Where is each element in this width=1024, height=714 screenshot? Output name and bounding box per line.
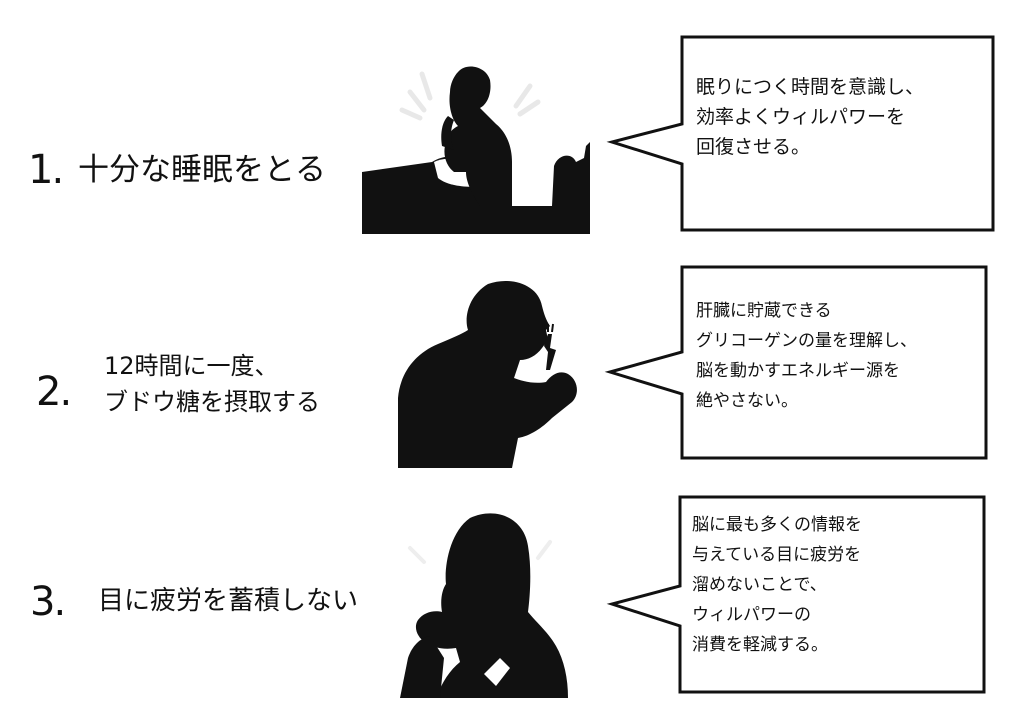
row2-heading: 2. <box>36 369 72 415</box>
woman-rubbing-eyes-silhouette-icon <box>400 513 568 698</box>
row1-speech-bubble: 眠りにつく時間を意識し、 効率よくウィルパワーを 回復させる。 <box>606 34 998 234</box>
row2-bubble-text: 肝臓に貯蔵できる グリコーゲンの量を理解し、 脳を動かすエネルギー源を 絶やさな… <box>696 296 917 416</box>
row3-title: 目に疲労を蓄積しない <box>98 588 358 614</box>
row3-bubble-text: 脳に最も多くの情報を 与えている目に疲労を 溜めないことで、 ウィルパワーの 消… <box>692 510 862 660</box>
row1-title: 十分な睡眠をとる <box>78 152 327 188</box>
row3-title-line: 目に疲労を蓄積しない <box>98 586 359 616</box>
row3-speech-bubble: 脳に最も多くの情報を 与えている目に疲労を 溜めないことで、 ウィルパワーの 消… <box>606 494 988 696</box>
row1-bubble-line: 回復させる。 <box>696 136 811 158</box>
row3-bubble-line: 消費を軽減する。 <box>692 635 828 655</box>
row3-bubble-line: ウィルパワーの <box>692 605 811 625</box>
row3-bubble-line: 脳に最も多くの情報を <box>692 515 862 535</box>
row1-bubble-line: 効率よくウィルパワーを <box>696 106 906 128</box>
row3-bubble-line: 溜めないことで、 <box>692 575 827 595</box>
row3-heading: 3. <box>30 579 66 625</box>
row2-bubble-line: 脳を動かすエネルギー源を <box>696 361 900 381</box>
row2-bubble-line: 絶やさない。 <box>696 391 798 411</box>
row2-title: 12時間に一度、 ブドウ糖を摂取する <box>104 348 320 420</box>
row3-bubble-line: 与えている目に疲労を <box>692 545 862 565</box>
row3-number: 3. <box>30 579 66 625</box>
row2-number: 2. <box>36 369 72 415</box>
row2-bubble-line: 肝臓に貯蔵できる <box>696 301 832 321</box>
row1-number: 1. <box>28 147 64 193</box>
row1-bubble-text: 眠りにつく時間を意識し、 効率よくウィルパワーを 回復させる。 <box>696 72 924 162</box>
row2-bubble-line: グリコーゲンの量を理解し、 <box>696 331 917 351</box>
person-rubbing-eye-in-bed-silhouette-icon <box>362 66 590 234</box>
row1-bubble-line: 眠りにつく時間を意識し、 <box>696 76 925 98</box>
row2-speech-bubble: 肝臓に貯蔵できる グリコーゲンの量を理解し、 脳を動かすエネルギー源を 絶やさな… <box>604 264 990 462</box>
man-eating-with-fork-silhouette-icon <box>398 280 577 468</box>
row1-heading: 1. 十分な睡眠をとる <box>28 150 326 190</box>
row2-title-line: ブドウ糖を摂取する <box>104 388 320 416</box>
row2-title-line: 12時間に一度、 <box>104 352 279 380</box>
